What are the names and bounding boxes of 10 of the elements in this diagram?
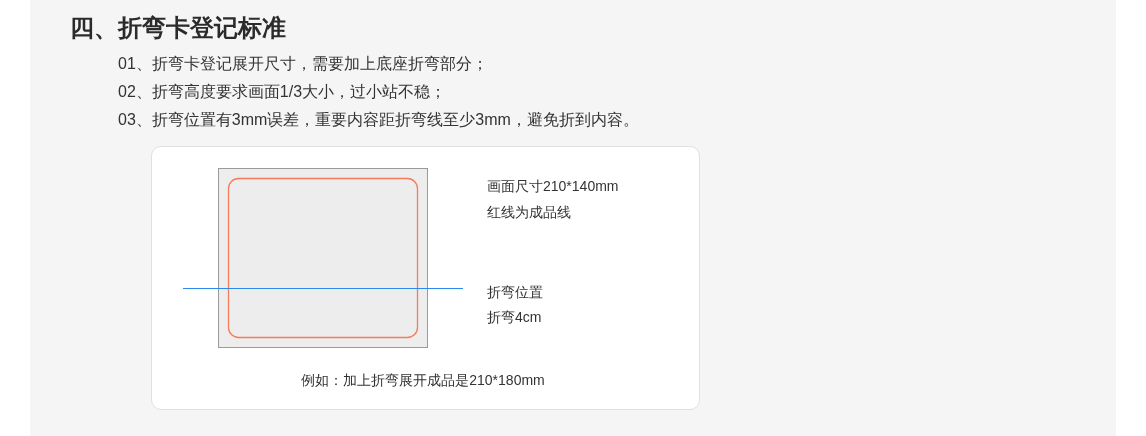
example-caption: 例如：加上折弯展开成品是210*180mm bbox=[301, 371, 545, 390]
card-panel bbox=[151, 146, 700, 410]
section-title: 四、折弯卡登记标准 bbox=[70, 13, 286, 43]
fold-height-note: 折弯4cm bbox=[487, 308, 542, 327]
instruction-text: 01、折弯卡登记展开尺寸，需要加上底座折弯部分； bbox=[118, 54, 488, 74]
trim-line-note: 红线为成品线 bbox=[487, 203, 571, 222]
instruction-text: 02、折弯高度要求画面1/3大小，过小站不稳； bbox=[118, 82, 447, 102]
instruction-text: 03、折弯位置有3mm误差，重要内容距折弯线至少3mm，避免折到内容。 bbox=[118, 110, 639, 130]
fold-position-note: 折弯位置 bbox=[487, 283, 543, 302]
size-note: 画面尺寸210*140mm bbox=[487, 177, 619, 196]
